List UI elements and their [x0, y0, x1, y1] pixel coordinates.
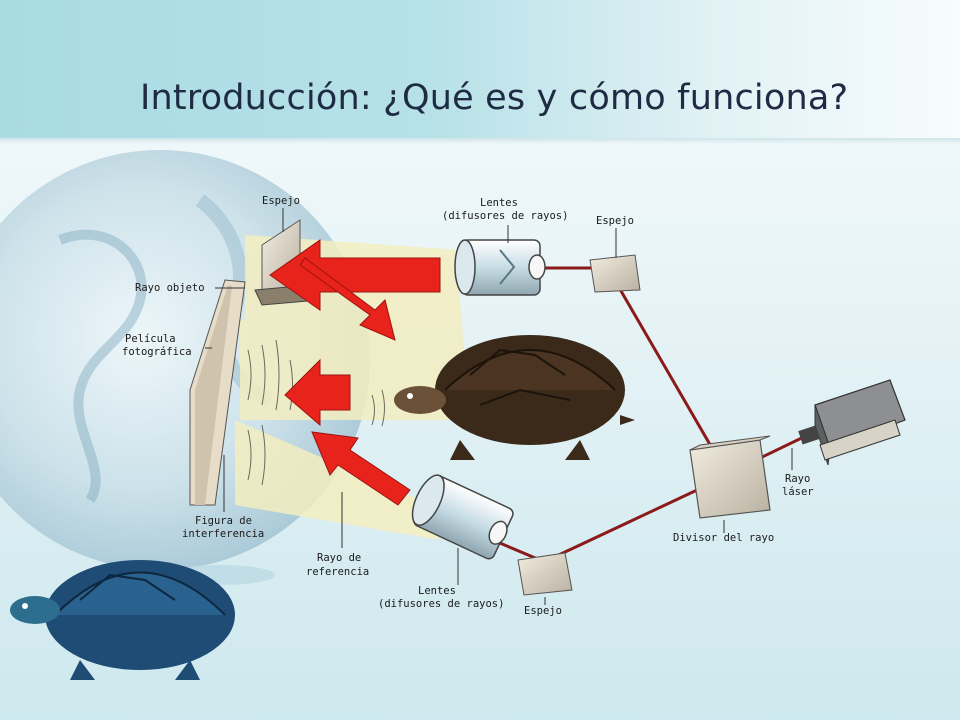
mirror-bottom — [517, 552, 573, 596]
label-lentes-bottom-2: (difusores de rayos) — [378, 598, 504, 610]
label-rayo-objeto: Rayo objeto — [135, 282, 205, 294]
label-espejo-top-right: Espejo — [596, 215, 634, 227]
label-lentes-bottom-1: Lentes — [418, 585, 456, 597]
label-rayo-ref-1: Rayo de — [317, 552, 361, 564]
interference-waves — [247, 339, 385, 486]
label-rayo-laser-2: láser — [782, 486, 814, 498]
label-espejo-top-left: Espejo — [262, 195, 300, 207]
lens-top — [454, 239, 546, 296]
label-figura-2: interferencia — [182, 528, 264, 540]
label-espejo-bottom: Espejo — [524, 605, 562, 617]
label-pelicula-2: fotográfica — [122, 346, 192, 358]
lens-bottom — [411, 474, 514, 560]
title-bar-shadow — [0, 138, 960, 144]
leader-lines — [205, 208, 793, 605]
label-rayo-ref-2: referencia — [306, 566, 369, 578]
mirror-top-right — [589, 254, 641, 293]
label-lentes-top-2: (difusores de rayos) — [442, 210, 568, 222]
turtle-hologram-icon — [10, 560, 235, 680]
page-title: Introducción: ¿Qué es y cómo funciona? — [140, 78, 849, 118]
label-rayo-laser-1: Rayo — [785, 473, 810, 485]
laser-device-icon — [798, 379, 906, 466]
photographic-film — [189, 279, 246, 506]
beam-splitter — [689, 435, 771, 519]
label-lentes-top-1: Lentes — [480, 197, 518, 209]
turtle-subject-icon — [394, 335, 635, 460]
title-bar: Introducción: ¿Qué es y cómo funciona? — [0, 0, 960, 144]
diagram-labels: Espejo Lentes (difusores de rayos) Espej… — [122, 195, 814, 617]
label-figura-1: Figura de — [195, 515, 252, 527]
red-arrows — [269, 239, 441, 506]
label-divisor: Divisor del rayo — [673, 532, 774, 544]
label-pelicula-1: Película — [125, 333, 176, 345]
